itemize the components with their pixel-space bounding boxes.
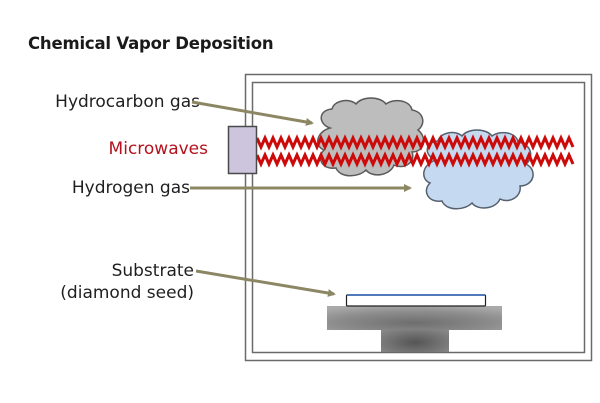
hydrogen-gas-label: Hydrogen gas — [71, 178, 190, 198]
substrate-stage-slab — [327, 306, 502, 330]
hydrocarbon-gas-label: Hydrocarbon gas — [55, 92, 200, 112]
microwave-generator — [227, 125, 258, 175]
substrate — [345, 294, 487, 307]
substrate-label: Substrate (diamond seed) — [60, 260, 194, 304]
chamber-inner-wall — [251, 81, 586, 354]
substrate-label-line1: Substrate — [111, 261, 194, 281]
microwave-wave-lower — [255, 151, 575, 168]
chamber-outer-wall — [244, 73, 593, 362]
diagram-title: Chemical Vapor Deposition — [28, 34, 274, 53]
substrate-label-line2: (diamond seed) — [60, 283, 194, 303]
microwave-wave-upper — [255, 134, 575, 151]
microwaves-label: Microwaves — [108, 139, 208, 159]
substrate-stage-pillar — [381, 328, 449, 352]
hydrogen-gas-cloud — [423, 129, 534, 210]
substrate-arrow — [195, 269, 336, 297]
hydrocarbon-arrow — [191, 100, 314, 126]
